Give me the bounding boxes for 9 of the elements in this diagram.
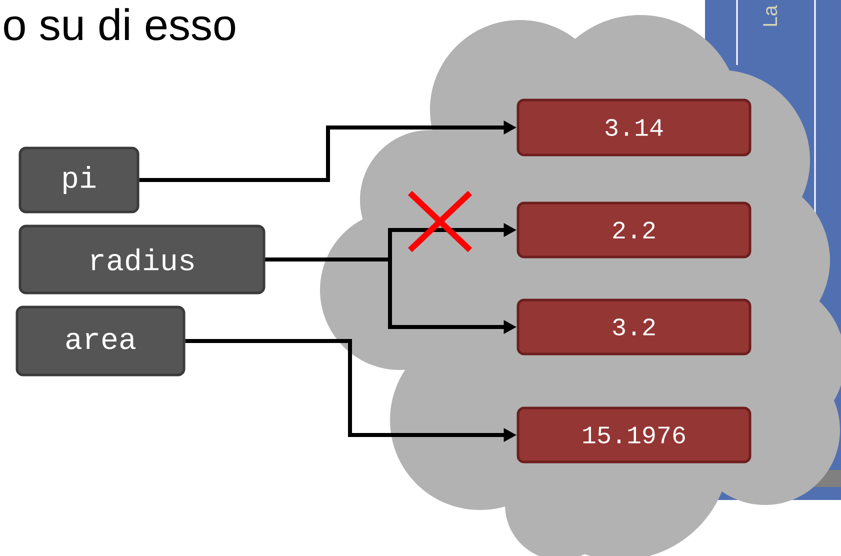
value-box: 15.1976 [516, 406, 752, 464]
value-box: 3.2 [516, 298, 752, 356]
value-box: 2.2 [516, 202, 752, 258]
panel-text: La [763, 5, 778, 26]
value-box: 3.14 [516, 98, 752, 156]
variable-box: radius [18, 224, 266, 294]
variable-box: area [16, 306, 186, 376]
heading-text: o su di esso [4, 8, 236, 40]
variable-box: pi [18, 146, 140, 214]
